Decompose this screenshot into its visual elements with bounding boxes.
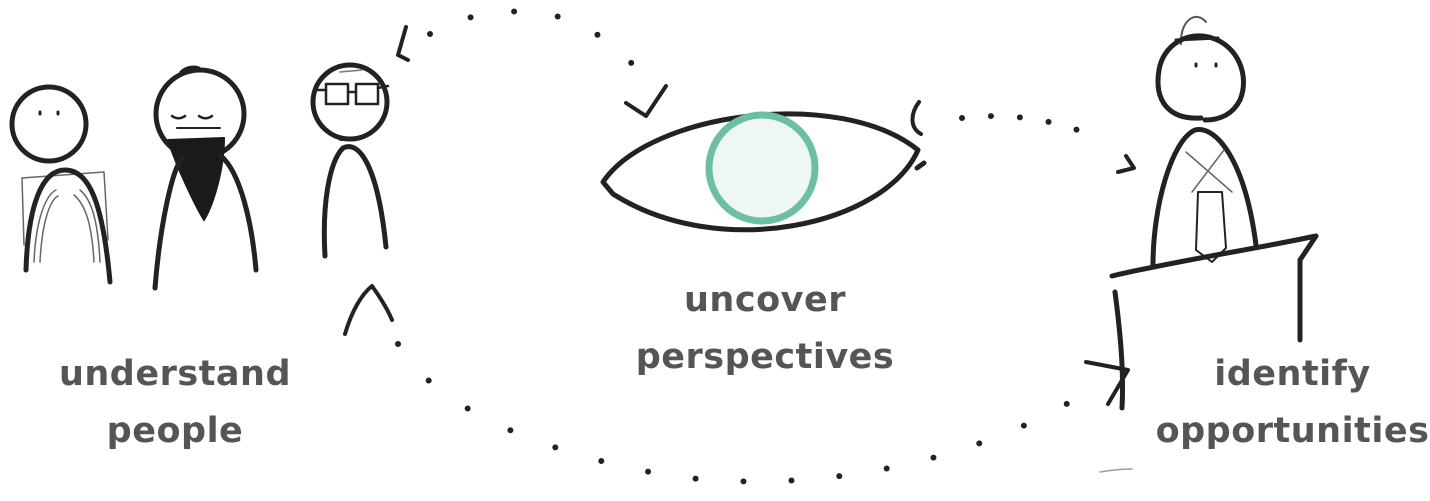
dotted-arrow-top — [398, 11, 666, 116]
label-identify-opportunities: identify opportunities — [1155, 346, 1430, 460]
dotted-arrow-right — [962, 116, 1134, 172]
person-with-beard-icon — [155, 67, 256, 288]
person-with-backpack-icon — [12, 87, 110, 282]
label-understand-people: understand people — [45, 346, 305, 460]
label-understand-line2: people — [45, 403, 305, 460]
stick-figures-icon — [12, 65, 388, 288]
label-understand-line1: understand — [45, 346, 305, 403]
label-uncover-line1: uncover — [610, 272, 920, 329]
person-with-glasses-icon — [313, 65, 388, 256]
label-uncover-perspectives: uncover perspectives — [610, 272, 920, 386]
iris-icon — [709, 115, 815, 221]
label-identify-line1: identify — [1155, 346, 1430, 403]
label-identify-line2: opportunities — [1155, 403, 1430, 460]
label-uncover-line2: perspectives — [610, 329, 920, 386]
eye-icon — [603, 102, 924, 230]
